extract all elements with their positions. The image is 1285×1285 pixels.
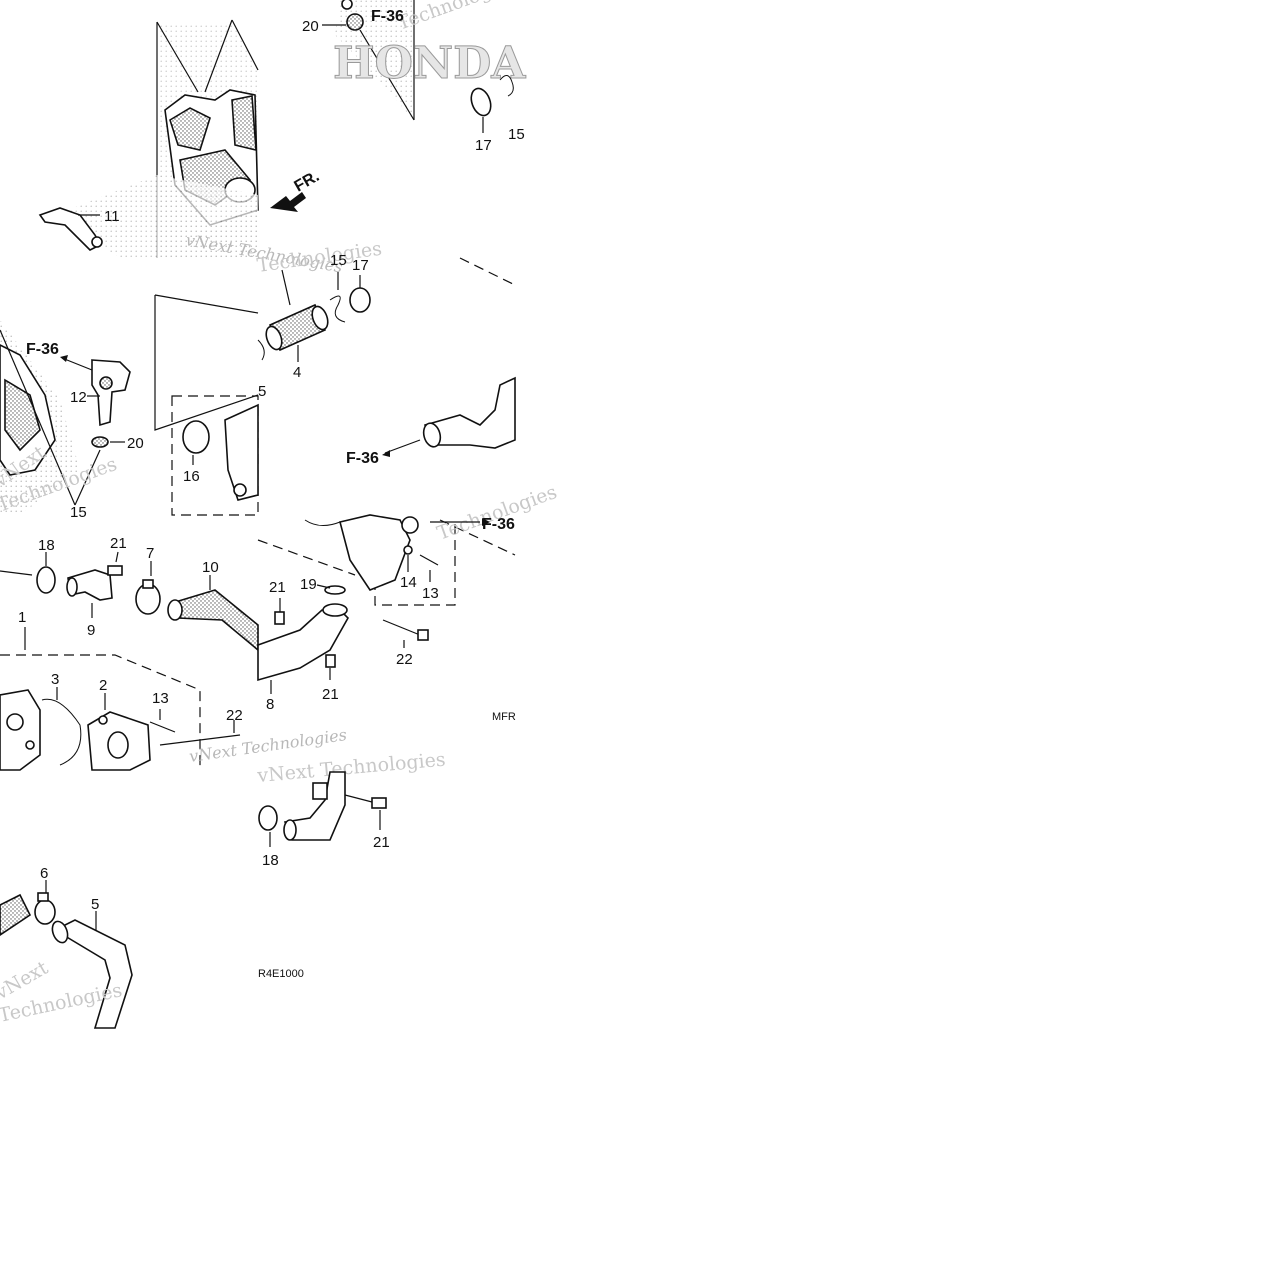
part-thermostat-housing	[304, 514, 419, 591]
callout-15: 15	[70, 504, 87, 521]
tile-water-pump-right: Technologies F-36 14 13 19 8 21 21 22 MF…	[257, 481, 560, 723]
ref-f36: F-36	[26, 341, 59, 358]
callout-13: 13	[152, 690, 169, 707]
ref-f36: F-36	[482, 516, 515, 533]
callout-15: 15	[330, 252, 347, 269]
callout-7: 7	[146, 545, 154, 562]
callout-17: 17	[475, 137, 492, 154]
part-4-pipe	[265, 303, 329, 352]
callout-5: 5	[91, 896, 99, 913]
watermark-text: vNext Technologies	[256, 749, 447, 787]
part-9-fitting	[66, 569, 113, 601]
part-6-clamp	[34, 892, 56, 925]
callout-15-partial: 5	[258, 383, 266, 400]
callout-21: 21	[269, 579, 286, 596]
callout-1: 1	[18, 609, 26, 626]
callout-11: 11	[104, 208, 120, 225]
tile-hose-lower-right: vNext Technologies 18 21 R4E1000	[256, 749, 447, 980]
svg-text:FR.: FR.	[292, 168, 323, 196]
diagram-code: MFR	[492, 711, 516, 723]
watermark-text: Technologies	[434, 481, 560, 545]
part-5-pipe	[51, 919, 133, 1029]
part-10-hose	[167, 589, 259, 652]
callout-10: 10	[202, 559, 219, 576]
callout-2: 2	[99, 677, 107, 694]
ref-f36: F-36	[346, 450, 379, 467]
callout-20: 20	[302, 18, 319, 35]
catalog-code: R4E1000	[258, 968, 304, 980]
callout-22: 22	[396, 651, 413, 668]
front-direction-arrow: FR.	[270, 168, 322, 212]
part-2-cover	[87, 711, 151, 771]
callout-18: 18	[38, 537, 55, 554]
tile-engine-middle-left: F-36 12 20 16 vNext Technologies 15	[0, 294, 259, 521]
callout-16: 16	[183, 468, 200, 485]
callout-4: 4	[293, 364, 301, 381]
part-water-pump-body	[0, 689, 41, 771]
callout-22: 22	[226, 707, 243, 724]
callout-21: 21	[110, 535, 127, 552]
callout-15: 15	[508, 126, 525, 143]
callout-20: 20	[127, 435, 144, 452]
callout-21: 21	[373, 834, 390, 851]
tile-engine-top-left: 11 vNext Technologies	[38, 19, 344, 277]
callout-12: 12	[70, 389, 87, 406]
part-8-pipe	[257, 603, 349, 682]
callout-17: 17	[352, 257, 369, 274]
ref-f36: F-36	[371, 8, 404, 25]
part-lower-pipe	[283, 771, 346, 841]
callout-21: 21	[322, 686, 339, 703]
part-20-nut-top	[341, 0, 364, 31]
part-coolant-pipe-upper	[422, 376, 516, 449]
callout-13: 13	[422, 585, 439, 602]
callout-9: 9	[87, 622, 95, 639]
part-7-clamp	[135, 579, 161, 615]
brand-watermark: HONDA	[333, 38, 526, 89]
callout-8: 8	[266, 696, 274, 713]
callout-3: 3	[51, 671, 59, 688]
tile-water-pump-left: 18 9 21 7 10 1 3	[0, 535, 348, 771]
callout-18: 18	[262, 852, 279, 869]
callout-19: 19	[300, 576, 317, 593]
tile-hose-lower-left: 6 5 vNext Technologies	[0, 865, 133, 1029]
tile-engine-middle-right: Technologies 4 15 17 5 F-36	[256, 238, 516, 467]
part-11-bracket	[38, 207, 103, 251]
part-12-fitting	[91, 359, 131, 427]
tile-engine-top-right: HONDA Technologies 20 F-36 17 15 FR.	[270, 0, 527, 212]
callout-14: 14	[400, 574, 417, 591]
callout-6: 6	[40, 865, 48, 882]
